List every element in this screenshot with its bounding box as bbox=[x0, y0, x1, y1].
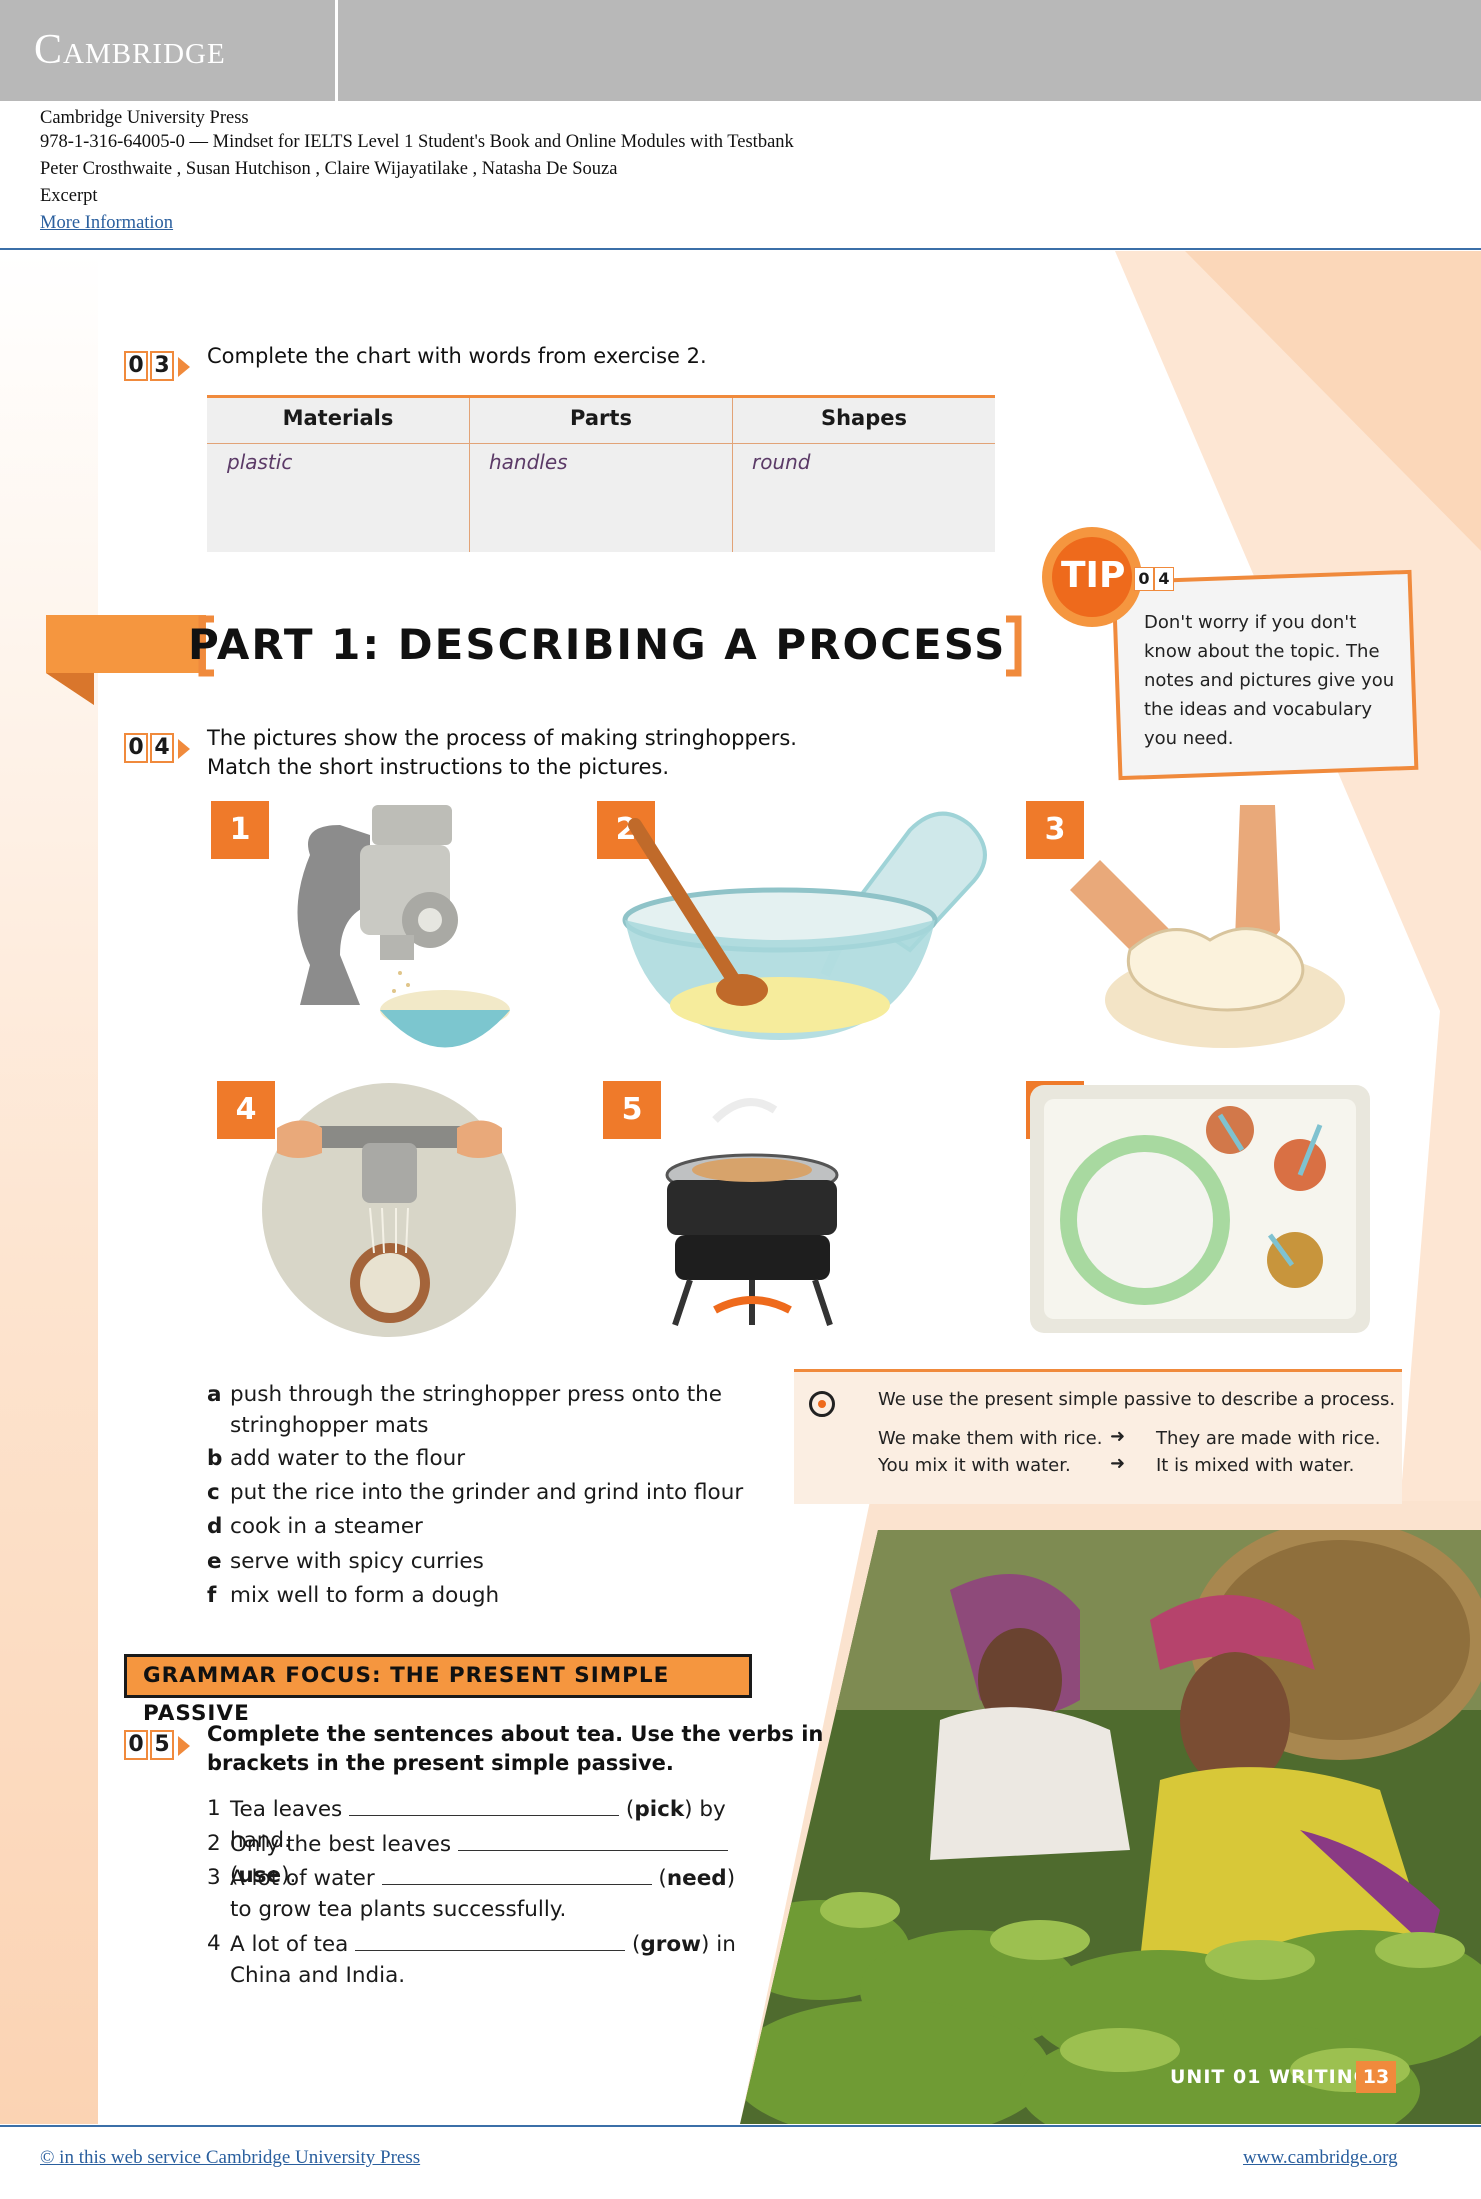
arrow-right-icon: ➜ bbox=[1110, 1426, 1126, 1447]
book-title: 978-1-316-64005-0 — Mindset for IELTS Le… bbox=[40, 132, 794, 152]
header-rule bbox=[0, 248, 1481, 250]
kneading-dough-illustration bbox=[1070, 805, 1345, 1048]
served-plate-illustration bbox=[1030, 1085, 1370, 1333]
excerpt-label: Excerpt bbox=[40, 186, 98, 206]
exercise-03-instruction: Complete the chart with words from exerc… bbox=[207, 344, 707, 368]
chart-cell-materials: plastic bbox=[227, 450, 293, 474]
chart-header-materials: Materials bbox=[282, 406, 394, 430]
header-bar bbox=[0, 0, 1481, 101]
mixing-bowl-illustration bbox=[622, 811, 987, 1040]
authors: Peter Crosthwaite , Susan Hutchison , Cl… bbox=[40, 159, 618, 179]
cambridge-logo: Cambridge bbox=[34, 27, 226, 73]
chart-header-shapes: Shapes bbox=[820, 406, 908, 430]
passive-intro: We use the present simple passive to des… bbox=[878, 1389, 1396, 1410]
exercise-03-badge: 0 3 bbox=[124, 351, 190, 383]
answer-blank-3[interactable] bbox=[381, 1862, 652, 1885]
materials-parts-shapes-chart: Materials Parts Shapes plastic handles r… bbox=[207, 395, 995, 552]
part-heading-frame bbox=[46, 615, 1022, 705]
picture-number-3: 3 bbox=[1026, 801, 1084, 859]
picture-number-1: 1 bbox=[211, 801, 269, 859]
active-example-1: We make them with rice. bbox=[878, 1428, 1103, 1449]
copyright-link[interactable]: © in this web service Cambridge Universi… bbox=[40, 2147, 421, 2168]
tip-text: Don't worry if you don't know about the … bbox=[1144, 612, 1395, 749]
exercise-04-instruction-line2: Match the short instructions to the pict… bbox=[207, 755, 670, 779]
picture-number-5: 5 bbox=[603, 1081, 661, 1139]
steamer-pot-illustration bbox=[665, 1098, 839, 1326]
website-link[interactable]: www.cambridge.org bbox=[1243, 2147, 1398, 2168]
target-icon bbox=[809, 1391, 835, 1417]
right-peach-accent bbox=[1185, 251, 1481, 551]
chart-cell-parts: handles bbox=[489, 450, 568, 474]
logo-box bbox=[0, 0, 338, 101]
page-number: 13 bbox=[1356, 2061, 1396, 2093]
answer-blank-2[interactable] bbox=[457, 1828, 728, 1851]
footer-rule bbox=[0, 2125, 1481, 2127]
stringhopper-press-illustration bbox=[262, 1083, 516, 1337]
chart-header-parts: Parts bbox=[570, 406, 632, 430]
exercise-05-instruction-line2: brackets in the present simple passive. bbox=[207, 1751, 674, 1775]
publisher: Cambridge University Press bbox=[40, 108, 249, 128]
passive-example-2: It is mixed with water. bbox=[1156, 1455, 1355, 1476]
more-information-link[interactable]: More Information bbox=[40, 213, 174, 233]
grinder-illustration bbox=[297, 805, 510, 1048]
answer-blank-1[interactable] bbox=[349, 1793, 620, 1816]
passive-explanation-box bbox=[794, 1369, 1402, 1504]
grammar-focus-banner: GRAMMAR FOCUS: THE PRESENT SIMPLE PASSIV… bbox=[124, 1654, 752, 1726]
part-heading: PART 1: DESCRIBING A PROCESS bbox=[188, 620, 1007, 669]
picture-number-4: 4 bbox=[217, 1081, 275, 1139]
passive-example-1: They are made with rice. bbox=[1156, 1428, 1381, 1449]
exercise-04-badge: 0 4 bbox=[124, 733, 190, 765]
chart-cell-shapes: round bbox=[752, 450, 811, 474]
left-gradient-strip bbox=[0, 251, 98, 2124]
exercise-05-badge: 0 5 bbox=[124, 1730, 190, 1762]
tip-label: TIP bbox=[1061, 555, 1126, 596]
exercise-04-instruction-line1: The pictures show the process of making … bbox=[207, 726, 797, 750]
active-example-2: You mix it with water. bbox=[878, 1455, 1071, 1476]
exercise-05-instruction-line1: Complete the sentences about tea. Use th… bbox=[207, 1722, 824, 1746]
arrow-right-icon: ➜ bbox=[1110, 1453, 1126, 1474]
unit-label: UNIT 01 WRITING bbox=[1170, 2066, 1371, 2088]
tea-pickers-photo bbox=[740, 1530, 1481, 2124]
answer-blank-4[interactable] bbox=[355, 1928, 626, 1951]
